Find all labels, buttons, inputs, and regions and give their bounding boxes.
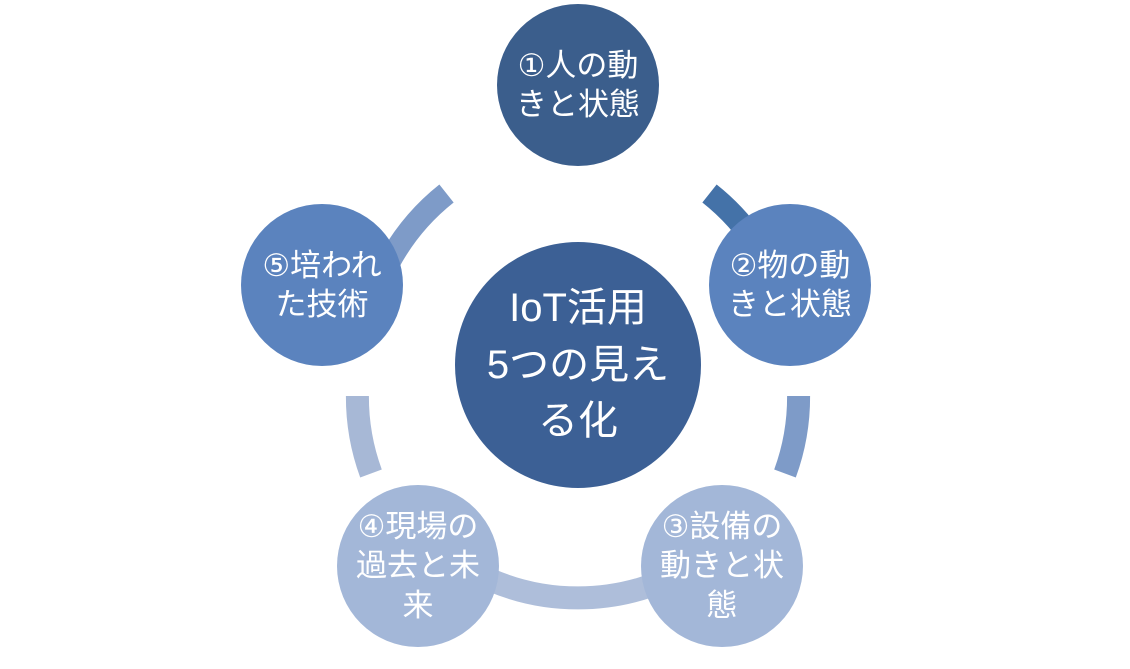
- node-label-2: ②物の動きと状態: [728, 247, 852, 322]
- hub-title-line2: 5つの見える化: [486, 342, 670, 444]
- node-label-3: ③設備の動きと状態: [660, 509, 784, 623]
- node-label-1: ①人の動きと状態: [516, 47, 640, 122]
- node-circle-2[interactable]: ②物の動きと状態: [709, 204, 871, 366]
- node-label-4: ④現場の過去と未来: [356, 509, 480, 623]
- hub-title-line1: IoT活用: [509, 285, 647, 330]
- hub-text-block: IoT活用 5つの見える化: [483, 280, 673, 450]
- node-circle-5[interactable]: ⑤培われた技術: [241, 204, 403, 366]
- node-label-5: ⑤培われた技術: [262, 247, 382, 322]
- arc-node2-node3: [774, 395, 811, 478]
- hub-circle[interactable]: IoT活用 5つの見える化: [455, 242, 701, 488]
- arc-node3-node4: [488, 570, 668, 610]
- arc-node4-node5: [345, 395, 382, 478]
- node-circle-4[interactable]: ④現場の過去と未来: [337, 485, 499, 647]
- node-circle-3[interactable]: ③設備の動きと状態: [641, 485, 803, 647]
- node-circle-1[interactable]: ①人の動きと状態: [497, 4, 659, 166]
